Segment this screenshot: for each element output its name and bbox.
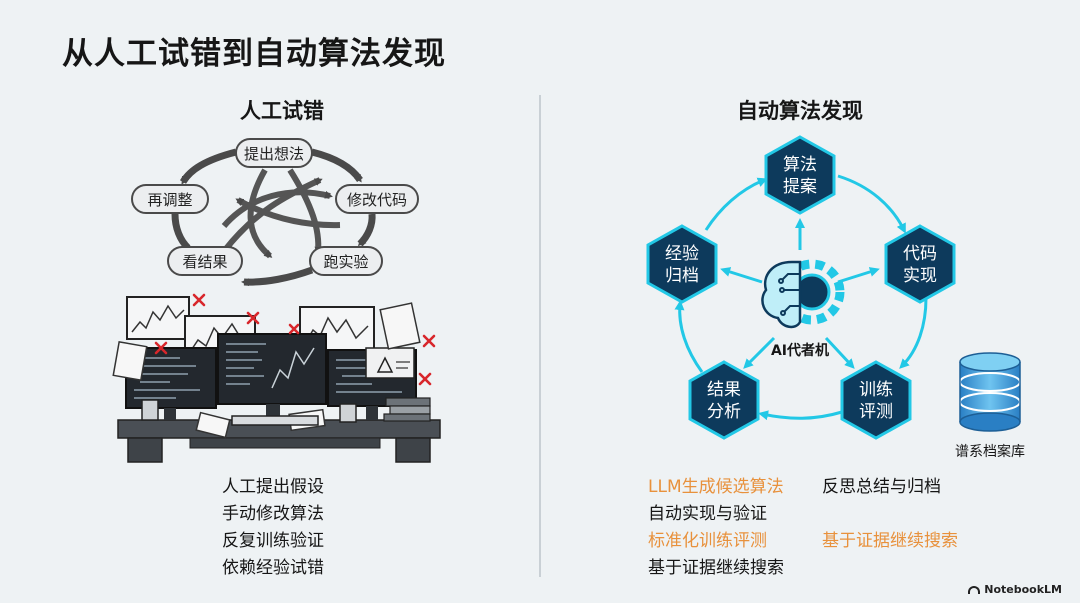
cycle-node-view-results: 看结果 [168, 247, 242, 275]
ai-brain-gear-icon [762, 262, 840, 327]
manual-bullet: 反复训练验证 [222, 528, 324, 555]
auto-bullet: LLM生成候选算法 [648, 474, 784, 501]
manual-bullet-list: 人工提出假设 手动修改算法 反复训练验证 依赖经验试错 [222, 474, 324, 582]
keyboard-icon [232, 416, 318, 425]
auto-bullet: 自动实现与验证 [648, 501, 784, 528]
database-icon [960, 353, 1020, 431]
book-stack-icon [384, 398, 430, 421]
auto-bullet: 标准化训练评测 [648, 528, 784, 555]
hex-node-line-2: 评测 [859, 402, 893, 422]
hex-node-algorithm-proposal: 算法 提案 [766, 137, 834, 213]
cycle-node-label: 提出想法 [244, 145, 304, 163]
chart-monitor [127, 297, 189, 339]
hex-node-line-2: 分析 [707, 402, 741, 422]
cycle-node-label: 再调整 [147, 191, 192, 209]
hex-node-training-evaluation: 训练 评测 [842, 362, 910, 438]
hex-node-line-2: 提案 [783, 177, 817, 197]
cycle-node-propose: 提出想法 [236, 139, 312, 167]
auto-bullet: 基于证据继续搜索 [822, 528, 958, 555]
auto-bullet: 反思总结与归档 [822, 474, 958, 501]
cycle-node-run-experiment: 跑实验 [310, 247, 382, 275]
notebooklm-logo: NotebookLM [968, 583, 1062, 596]
auto-bullet: 基于证据继续搜索 [648, 555, 784, 582]
hex-node-line-1: 训练 [859, 380, 893, 400]
database-label: 谱系档案库 [955, 443, 1025, 460]
cycle-node-modify-code: 修改代码 [336, 185, 418, 213]
center-agent-label: AI代者机 [771, 342, 829, 359]
cluttered-desk-illustration [113, 295, 440, 462]
hex-node-line-1: 结果 [707, 380, 741, 400]
cycle-node-readjust: 再调整 [132, 185, 208, 213]
manual-bullet: 人工提出假设 [222, 474, 324, 501]
cycle-node-label: 看结果 [182, 253, 227, 271]
logo-text: NotebookLM [984, 583, 1062, 596]
hex-node-line-1: 算法 [783, 155, 817, 175]
hex-node-line-2: 归档 [665, 266, 699, 286]
hex-node-code-implementation: 代码 实现 [886, 226, 954, 302]
cycle-node-label: 跑实验 [323, 253, 368, 271]
auto-bullet [822, 501, 958, 528]
manual-bullet: 依赖经验试错 [222, 555, 324, 582]
hex-node-line-1: 经验 [665, 244, 699, 264]
hex-node-experience-archive: 经验 归档 [648, 226, 716, 302]
notebooklm-logo-icon [968, 586, 980, 594]
auto-bullet-list-right: 反思总结与归档 基于证据继续搜索 [822, 474, 958, 555]
warning-dialog [366, 348, 414, 378]
hex-node-line-1: 代码 [903, 244, 937, 264]
manual-bullet: 手动修改算法 [222, 501, 324, 528]
hex-node-line-2: 实现 [903, 266, 937, 286]
code-monitor [218, 334, 326, 418]
cycle-node-label: 修改代码 [347, 191, 407, 209]
hex-node-result-analysis: 结果 分析 [690, 362, 758, 438]
auto-bullet-list-left: LLM生成候选算法 自动实现与验证 标准化训练评测 基于证据继续搜索 [648, 474, 784, 582]
